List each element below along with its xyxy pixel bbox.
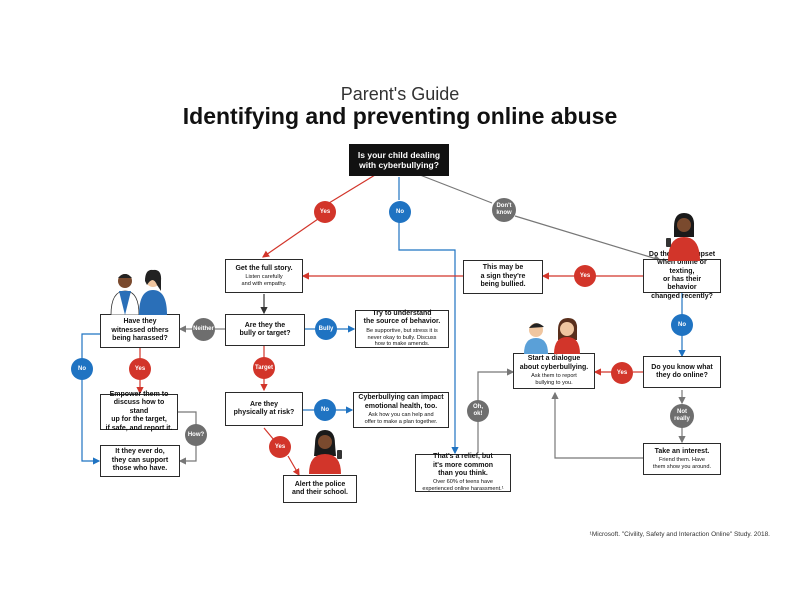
badge-not-really: Not really [670, 404, 694, 428]
take-interest-title: Take an interest. [654, 447, 710, 455]
know-online-text: Do you know what they do online? [651, 363, 713, 379]
footnote: ¹Microsoft. "Civility, Safety and Intera… [589, 531, 770, 538]
bully-or-target-text: Are they the bully or target? [239, 321, 291, 337]
badge-neither: Neither [192, 318, 215, 341]
support-others-text: It they ever do, they can support those … [111, 448, 169, 473]
support-others-box: It they ever do, they can support those … [100, 445, 180, 477]
two-adults-illustration [110, 269, 167, 315]
woman-with-phone-illustration [666, 213, 700, 261]
badge-target: Target [253, 357, 275, 379]
witnessed-question-box: Have they witnessed others being harasse… [100, 314, 180, 348]
empower-text: Empower them to discuss how to stand up … [105, 391, 173, 432]
alert-police-box: Alert the police and their school. [283, 475, 357, 503]
sign-bullied-text: This may be a sign they're being bullied… [480, 264, 526, 289]
badge-oh-ok: Oh, ok! [467, 400, 489, 422]
page-subtitle: Parent's Guide [340, 84, 460, 104]
physically-at-risk-box: Are they physically at risk? [225, 392, 303, 426]
emotional-health-title: Cyberbullying can impact emotional healt… [358, 394, 444, 410]
empower-box: Empower them to discuss how to stand up … [100, 391, 178, 432]
take-interest-subtext: Friend them. Have them show you around. [652, 456, 712, 470]
sign-bullied-box: This may be a sign they're being bullied… [463, 260, 543, 294]
badge-yes-start: Yes [314, 201, 336, 223]
take-interest-box: Take an interest. Friend them. Have them… [643, 443, 721, 475]
badge-yes-know: Yes [611, 362, 633, 384]
parent-child-illustration [524, 318, 580, 354]
badge-no-upset: No [671, 314, 693, 336]
full-story-title: Get the full story. [235, 264, 293, 272]
badge-no-witnessed: No [71, 358, 93, 380]
upset-question-text: Do they seem upset when online or textin… [648, 250, 716, 300]
relief-subtext: Over 60% of teens have experienced onlin… [422, 479, 504, 493]
relief-box: That's a relief, but it's more common th… [415, 453, 511, 493]
full-story-subtext: Listen carefully and with empathy. [241, 273, 287, 287]
start-question-box: Is your child dealing with cyberbullying… [349, 144, 449, 176]
full-story-box: Get the full story. Listen carefully and… [225, 259, 303, 293]
start-dialogue-subtext: Ask them to report bullying to you. [531, 373, 577, 386]
alert-police-text: Alert the police and their school. [291, 480, 348, 496]
badge-bully: Bully [315, 318, 337, 340]
upset-question-box: Do they seem upset when online or textin… [643, 251, 721, 300]
badge-yes-physical: Yes [269, 436, 291, 458]
witnessed-question-text: Have they witnessed others being harasse… [111, 318, 169, 343]
know-online-box: Do you know what they do online? [643, 356, 721, 388]
relief-title: That's a relief, but it's more common th… [432, 453, 493, 477]
page-title: Identifying and preventing online abuse [182, 103, 618, 129]
badge-no-physical: No [314, 399, 336, 421]
understand-behavior-box: Try to understand the source of behavior… [355, 310, 449, 348]
bully-or-target-box: Are they the bully or target? [225, 314, 305, 346]
girl-with-phone-illustration [309, 430, 342, 474]
understand-behavior-title: Try to understand the source of behavior… [363, 310, 441, 326]
badge-yes-upset: Yes [574, 265, 596, 287]
understand-behavior-subtext: Be supportive, but stress it is never ok… [366, 327, 438, 348]
start-dialogue-box: Start a dialogue about cyberbullying. As… [513, 353, 595, 389]
badge-dont-know: Don't know [492, 198, 516, 222]
badge-yes-witnessed: Yes [129, 358, 151, 380]
emotional-health-box: Cyberbullying can impact emotional healt… [353, 392, 449, 428]
start-question-text: Is your child dealing with cyberbullying… [357, 149, 441, 170]
badge-how: How? [185, 424, 207, 446]
start-dialogue-title: Start a dialogue about cyberbullying. [519, 355, 589, 371]
physically-at-risk-text: Are they physically at risk? [233, 400, 295, 416]
emotional-health-subtext: Ask how you can help and offer to make a… [364, 412, 438, 425]
badge-no-start: No [389, 201, 411, 223]
